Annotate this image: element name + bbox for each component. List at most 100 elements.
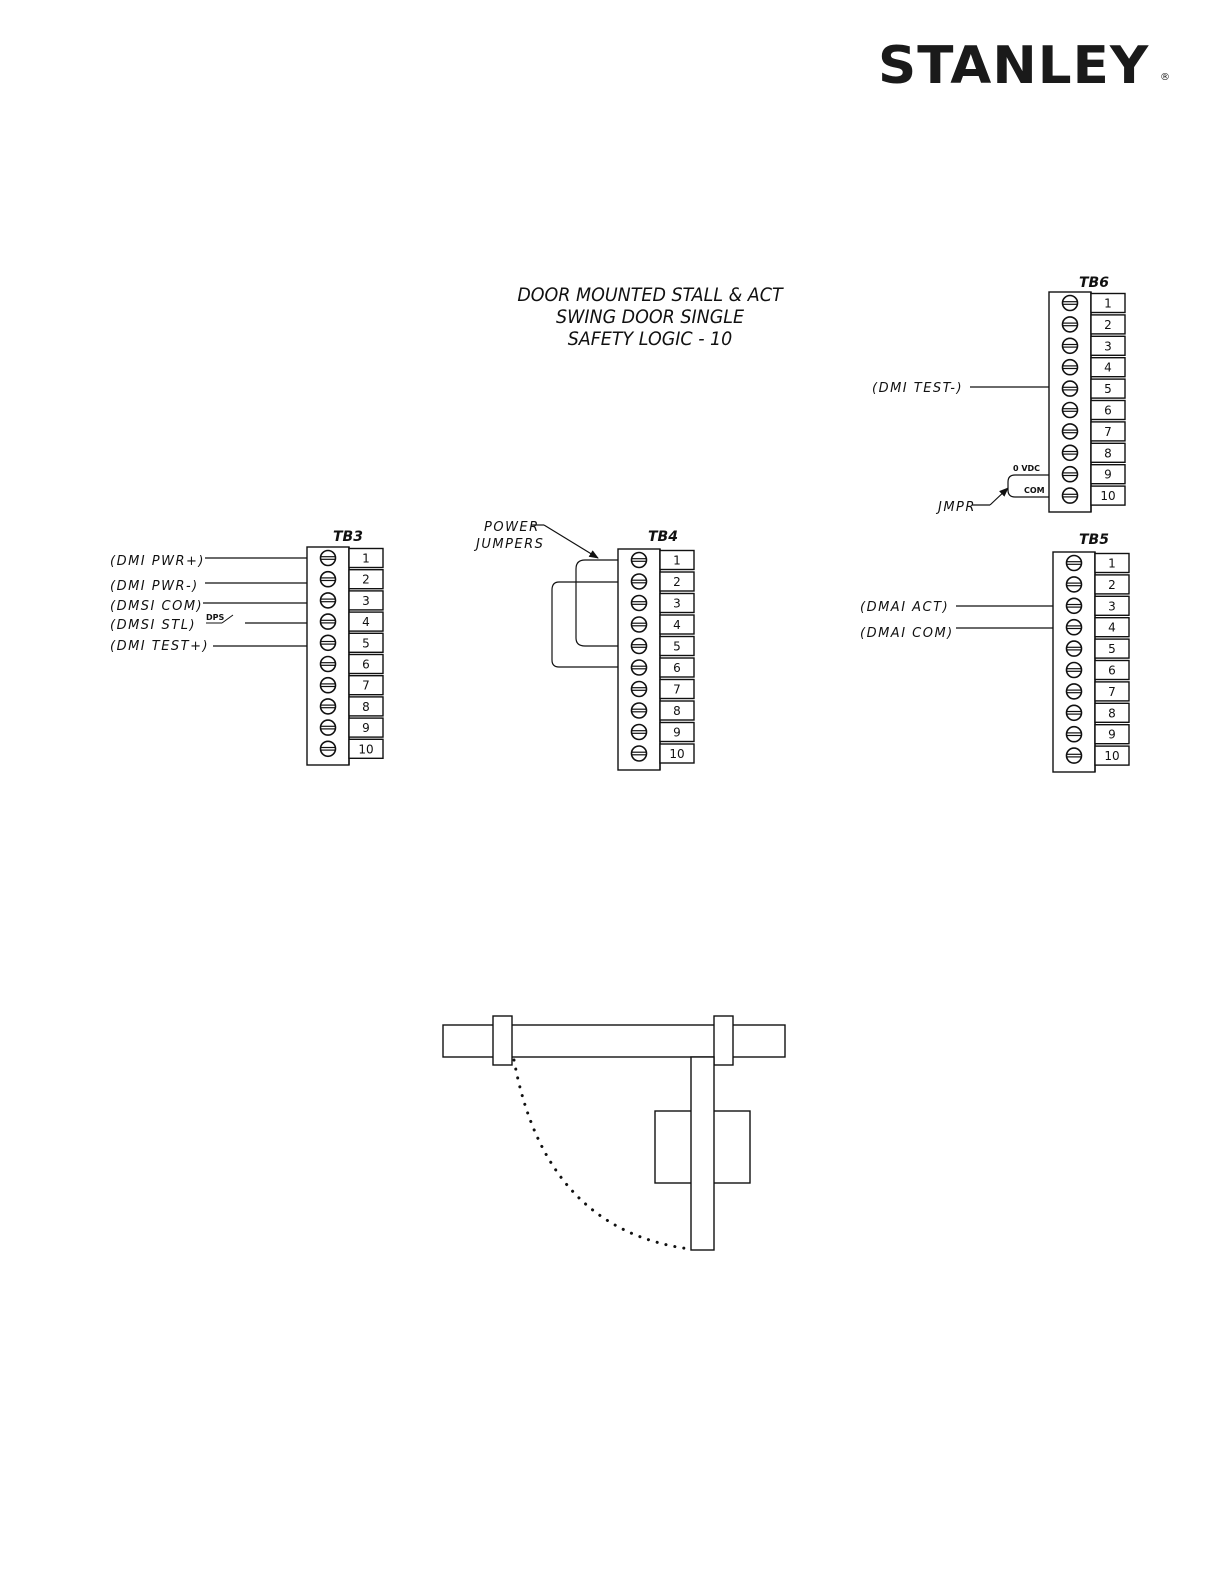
tb4-screw-4 xyxy=(632,617,647,632)
tb5-screw-1 xyxy=(1067,556,1082,571)
tb5-number-2: 2 xyxy=(1108,578,1116,592)
tb4-number-2: 2 xyxy=(673,575,681,589)
tb4-number-10: 10 xyxy=(669,747,684,761)
tb3-terminal-9: 9 xyxy=(321,718,384,737)
tb3-screw-3 xyxy=(321,593,336,608)
tb6-terminal-10: 10 xyxy=(1063,486,1126,505)
tb4-number-8: 8 xyxy=(673,704,681,718)
tb6-number-6: 6 xyxy=(1104,404,1112,418)
label-dmai-act: (DMAI ACT) xyxy=(860,600,949,615)
tb6-number-4: 4 xyxy=(1104,361,1112,375)
tb6-screw-2 xyxy=(1063,317,1078,332)
tb6-screw-6 xyxy=(1063,403,1078,418)
label-dmsi-com: (DMSI COM) xyxy=(110,599,203,614)
tb3-terminal-5: 5 xyxy=(321,633,384,652)
tb4-number-6: 6 xyxy=(673,661,681,675)
tb3-terminal-4: 4 xyxy=(321,612,384,631)
tb4-terminal-5: 5 xyxy=(632,637,695,656)
tb6-terminal-7: 7 xyxy=(1063,422,1126,441)
tb6-name: TB6 xyxy=(1079,275,1109,291)
tb6-number-7: 7 xyxy=(1104,425,1112,439)
hinge-left xyxy=(493,1016,512,1065)
tb3-terminal-2: 2 xyxy=(321,570,384,589)
tb5-name: TB5 xyxy=(1079,532,1109,548)
tb6-number-8: 8 xyxy=(1104,446,1112,460)
power-jumpers-arrow xyxy=(544,525,598,558)
label-0-vdc: 0 VDC xyxy=(1013,464,1040,473)
tb6-screw-7 xyxy=(1063,424,1078,439)
tb6-number-10: 10 xyxy=(1100,489,1115,503)
tb5-terminal-3: 3 xyxy=(1067,596,1130,615)
tb3-terminal-3: 3 xyxy=(321,591,384,610)
tb3-number-1: 1 xyxy=(362,552,370,566)
tb6-screw-3 xyxy=(1063,338,1078,353)
tb4-screw-2 xyxy=(632,574,647,589)
tb3-terminal-6: 6 xyxy=(321,655,384,674)
tb6-number-9: 9 xyxy=(1104,468,1112,482)
tb6-terminal-5: 5 xyxy=(1063,379,1126,398)
tb5-number-4: 4 xyxy=(1108,621,1116,635)
tb3-number-4: 4 xyxy=(362,615,370,629)
door-plan-drawing xyxy=(443,1016,785,1250)
tb5-terminal-2: 2 xyxy=(1067,575,1130,594)
tb3-number-10: 10 xyxy=(358,742,373,756)
tb5-terminal-10: 10 xyxy=(1067,746,1130,765)
tb5-number-10: 10 xyxy=(1104,749,1119,763)
label-dps: DPS xyxy=(206,613,225,622)
tb5-number-7: 7 xyxy=(1108,685,1116,699)
tb6-screw-1 xyxy=(1063,296,1078,311)
tb5-screw-10 xyxy=(1067,748,1082,763)
tb4-number-3: 3 xyxy=(673,597,681,611)
tb4-screw-3 xyxy=(632,596,647,611)
terminal-block-tb5: 1 2 3 4 5 6 7 8 9 10 xyxy=(1053,552,1129,772)
tb5-screw-7 xyxy=(1067,684,1082,699)
tb5-terminal-8: 8 xyxy=(1067,703,1130,722)
tb4-number-5: 5 xyxy=(673,640,681,654)
tb6-terminal-6: 6 xyxy=(1063,401,1126,420)
tb5-terminal-9: 9 xyxy=(1067,725,1130,744)
tb5-number-3: 3 xyxy=(1108,599,1116,613)
tb5-screw-5 xyxy=(1067,641,1082,656)
tb3-screw-4 xyxy=(321,614,336,629)
tb3-screw-7 xyxy=(321,678,336,693)
tb6-number-5: 5 xyxy=(1104,382,1112,396)
tb5-screw-2 xyxy=(1067,577,1082,592)
tb5-number-8: 8 xyxy=(1108,706,1116,720)
tb3-number-8: 8 xyxy=(362,700,370,714)
label-dmsi-stl: (DMSI STL) xyxy=(110,618,196,633)
terminal-block-tb6: 1 2 3 4 5 6 7 8 9 10 xyxy=(1049,292,1125,512)
tb6-terminal-9: 9 xyxy=(1063,465,1126,484)
tb4-number-9: 9 xyxy=(673,726,681,740)
tb5-number-1: 1 xyxy=(1108,557,1116,571)
tb4-terminal-9: 9 xyxy=(632,723,695,742)
tb6-number-2: 2 xyxy=(1104,318,1112,332)
tb5-terminal-1: 1 xyxy=(1067,554,1130,573)
tb6-terminal-1: 1 xyxy=(1063,294,1126,313)
tb4-number-7: 7 xyxy=(673,683,681,697)
tb4-terminal-2: 2 xyxy=(632,572,695,591)
tb4-screw-10 xyxy=(632,746,647,761)
label-dmi-pwr-minus: (DMI PWR-) xyxy=(110,579,199,594)
jumper-2-to-6 xyxy=(552,582,618,667)
tb3-number-2: 2 xyxy=(362,573,370,587)
tb3-screw-10 xyxy=(321,741,336,756)
tb5-number-9: 9 xyxy=(1108,728,1116,742)
tb4-terminal-6: 6 xyxy=(632,658,695,677)
tb6-screw-10 xyxy=(1063,488,1078,503)
tb3-screw-6 xyxy=(321,657,336,672)
tb5-number-6: 6 xyxy=(1108,664,1116,678)
tb4-screw-7 xyxy=(632,682,647,697)
tb4-terminal-7: 7 xyxy=(632,680,695,699)
tb5-screw-8 xyxy=(1067,705,1082,720)
label-dmi-test-plus: (DMI TEST+) xyxy=(110,639,209,654)
tb6-number-1: 1 xyxy=(1104,297,1112,311)
tb4-screw-1 xyxy=(632,553,647,568)
door-leaf xyxy=(691,1057,714,1250)
tb4-screw-9 xyxy=(632,725,647,740)
tb3-terminal-7: 7 xyxy=(321,676,384,695)
label-dmi-test-minus: (DMI TEST-) xyxy=(872,381,963,396)
tb6-screw-4 xyxy=(1063,360,1078,375)
tb5-terminal-5: 5 xyxy=(1067,639,1130,658)
tb6-terminal-3: 3 xyxy=(1063,336,1126,355)
